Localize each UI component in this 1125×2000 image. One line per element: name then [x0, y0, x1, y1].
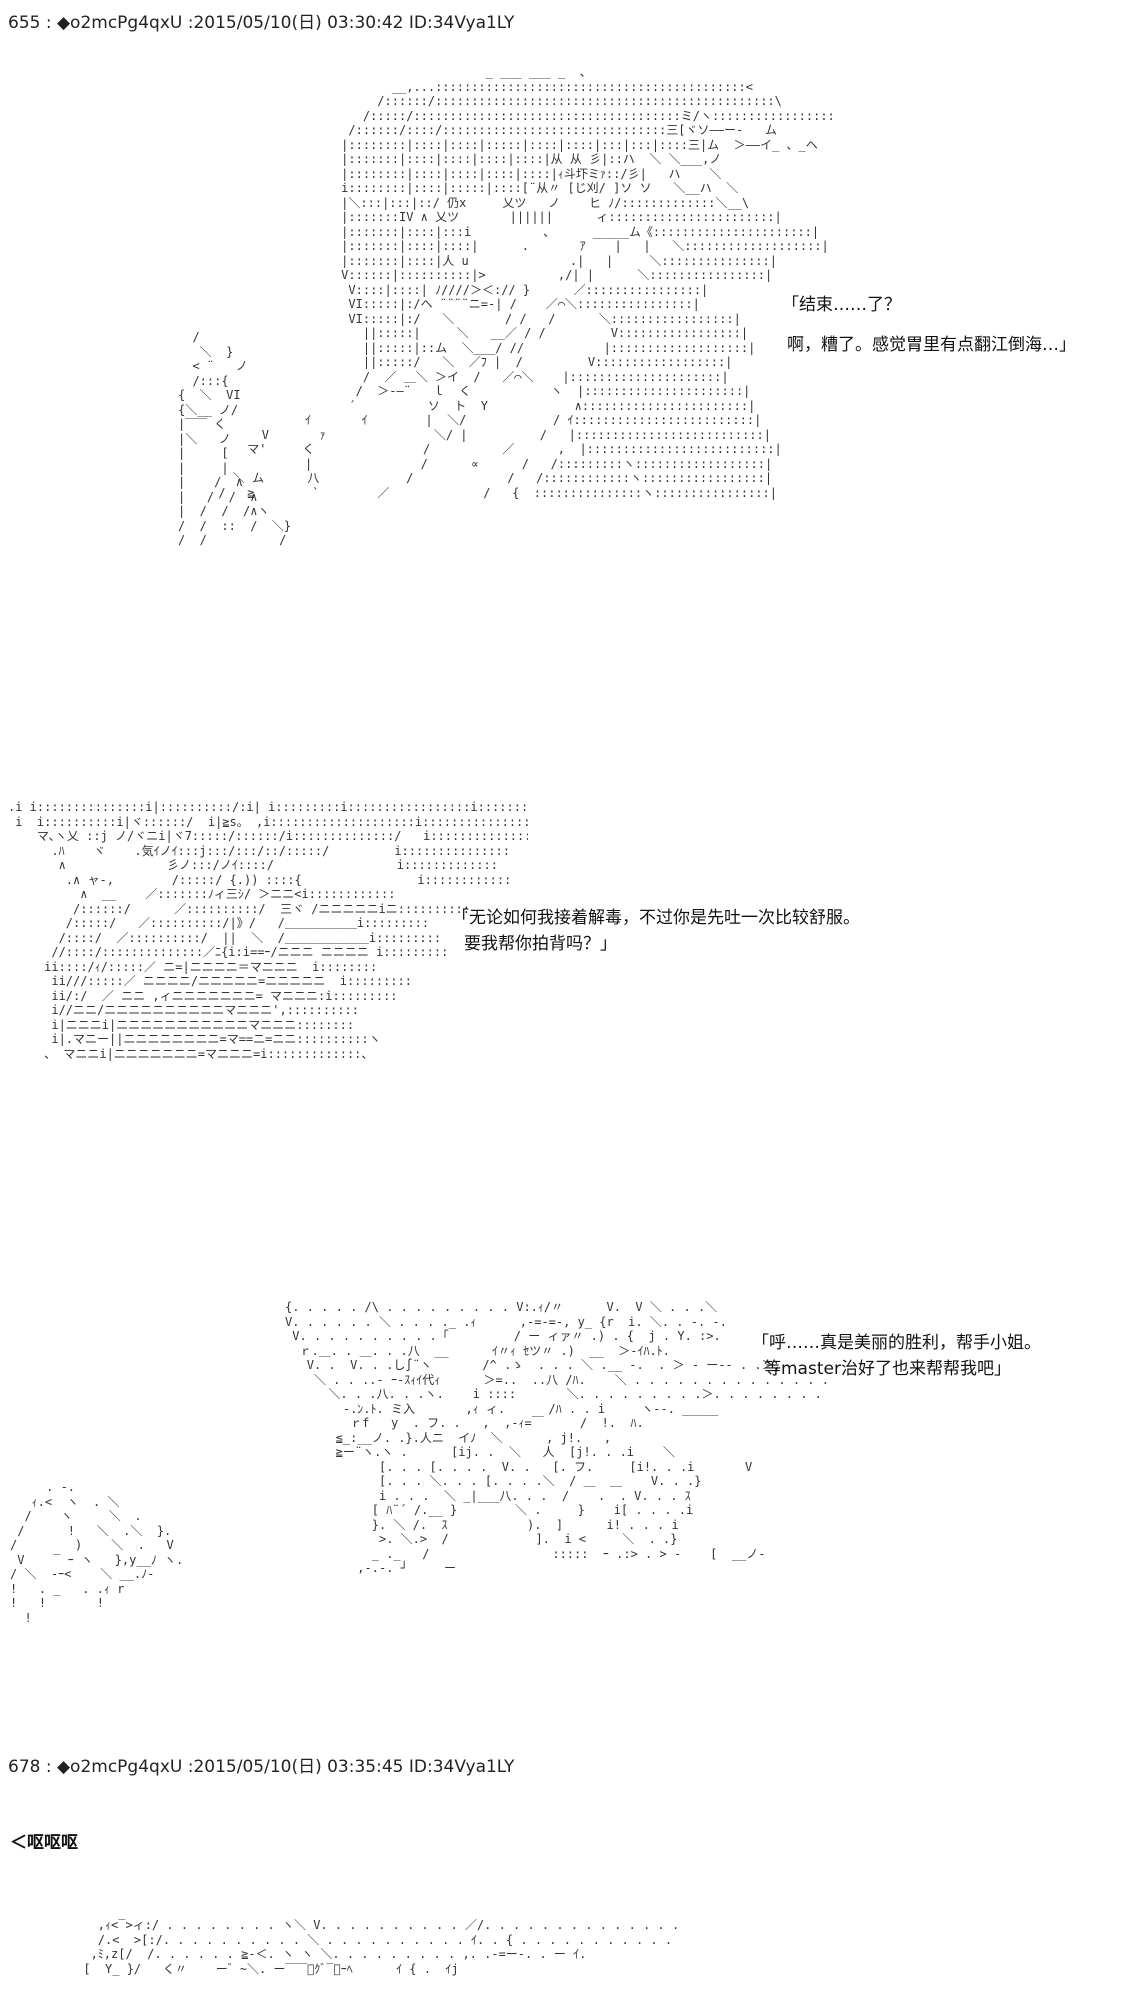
post-header: 678 : ◆o2mcPg4qxU :2015/05/10(日) 03:35:4…	[8, 1757, 515, 1777]
ascii-art-panel1: _ ___ ___ _ 、 __,...::::::::::::::::::::…	[218, 65, 835, 500]
ascii-art-panel2: .i i:::::::::::::::i|::::::::::/:i| i:::…	[8, 800, 528, 1061]
ascii-art-panel3: {. . . . . /\ . . . . . . . . . V:.ｨ/〃 V…	[285, 1300, 829, 1575]
dialog-panel2: 「无论如何我接着解毒，不过你是先吐一次比较舒服。 要我帮你拍背吗？」	[452, 905, 860, 957]
ascii-art-panel3-left: . -. ｨ.< ヽ . ＼ / ヽ ＼ ． / ! ＼ .＼ }. / ) ＼…	[10, 1480, 184, 1625]
ascii-art-panel1-arm: / ＼ } < ¨ ノ /:::{ { ＼ VI {＼__ ノ/ |‾‾‾ く …	[178, 330, 292, 547]
shout-text: ＜呕呕呕	[10, 1833, 78, 1853]
dialog-line: 等master治好了也来帮帮我吧」	[764, 1359, 1011, 1379]
post-header: 655 : ◆o2mcPg4qxU :2015/05/10(日) 03:30:4…	[8, 13, 515, 33]
dialog-line: 啊，糟了。感觉胃里有点翻江倒海…」	[787, 335, 1076, 355]
dialog-panel1: 「结束……了？ 啊，糟了。感觉胃里有点翻江倒海…」	[782, 292, 1076, 358]
dialog-panel3: 「呼……真是美丽的胜利，帮手小姐。 等master治好了也来帮帮我吧」	[752, 1330, 1041, 1382]
ascii-art-panel4: ,ｨ<‾>ィ:/ . . . . . . . . ヽ＼ V. . . . . .…	[83, 1918, 680, 1976]
dialog-line: 要我帮你拍背吗？」	[464, 934, 617, 954]
dialog-line: 「无论如何我接着解毒，不过你是先吐一次比较舒服。	[452, 908, 860, 928]
dialog-line: 「呼……真是美丽的胜利，帮手小姐。	[752, 1333, 1041, 1353]
dialog-line: 「结束……了？	[782, 295, 901, 315]
